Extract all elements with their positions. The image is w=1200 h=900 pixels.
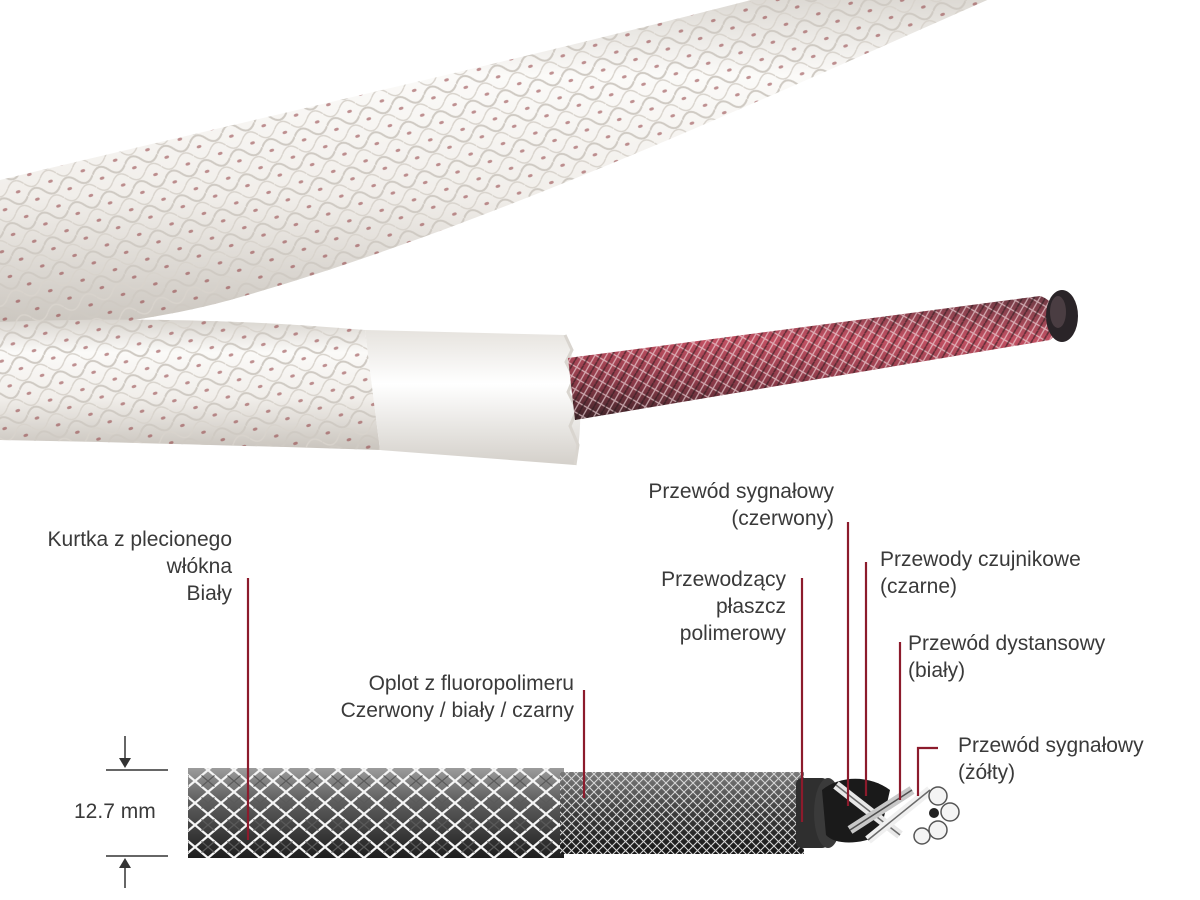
callout-spacer: Przewód dystansowy (biały) (908, 630, 1105, 684)
callout-sheath-line-1: Przewodzący (661, 568, 786, 591)
dimension-marker (106, 736, 168, 888)
callout-signal-red-line-1: Przewód sygnałowy (648, 480, 834, 503)
callout-braid: Oplot z fluoropolimeru Czerwony / biały … (341, 670, 574, 724)
callout-signal-yellow: Przewód sygnałowy (żółty) (958, 732, 1144, 786)
callout-sheath-line-2: płaszcz (715, 595, 786, 618)
callout-jacket-line-3: Biały (186, 582, 232, 605)
callout-signal-yellow-line-2: (żółty) (958, 761, 1016, 784)
callout-lines (246, 522, 938, 840)
callout-sheath: Przewodzący płaszcz polimerowy (661, 566, 786, 647)
callout-signal-red-line-2: (czerwony) (731, 507, 834, 530)
dimension-text: 12.7 mm (74, 800, 156, 823)
callout-sensor-line-1: Przewody czujnikowe (880, 548, 1081, 571)
dimension-label: 12.7 mm (74, 798, 156, 825)
inner-conductors (822, 778, 960, 845)
callout-jacket-line-1: Kurtka z plecionego (47, 528, 232, 551)
callout-line-signal-yellow (916, 746, 938, 796)
callout-signal-yellow-line-1: Przewód sygnałowy (958, 734, 1144, 757)
callout-braid-line-1: Oplot z fluoropolimeru (368, 672, 574, 695)
callout-jacket: Kurtka z plecionego włókna Biały (48, 526, 232, 607)
callout-sensor-line-2: (czarne) (880, 575, 958, 598)
callout-braid-line-2: Czerwony / biały / czarny (340, 699, 574, 722)
callout-sheath-line-3: polimerowy (679, 622, 786, 645)
callout-sensor: Przewody czujnikowe (czarne) (880, 546, 1081, 600)
cable-photo (0, 0, 1078, 466)
cable-cross-section (106, 522, 960, 888)
rope-sleeve-end (365, 330, 581, 465)
callout-spacer-line-2: (biały) (908, 659, 966, 682)
callout-jacket-line-2: włókna (166, 555, 232, 578)
callout-spacer-line-1: Przewód dystansowy (908, 632, 1106, 655)
callout-signal-red: Przewód sygnałowy (czerwony) (648, 478, 834, 532)
